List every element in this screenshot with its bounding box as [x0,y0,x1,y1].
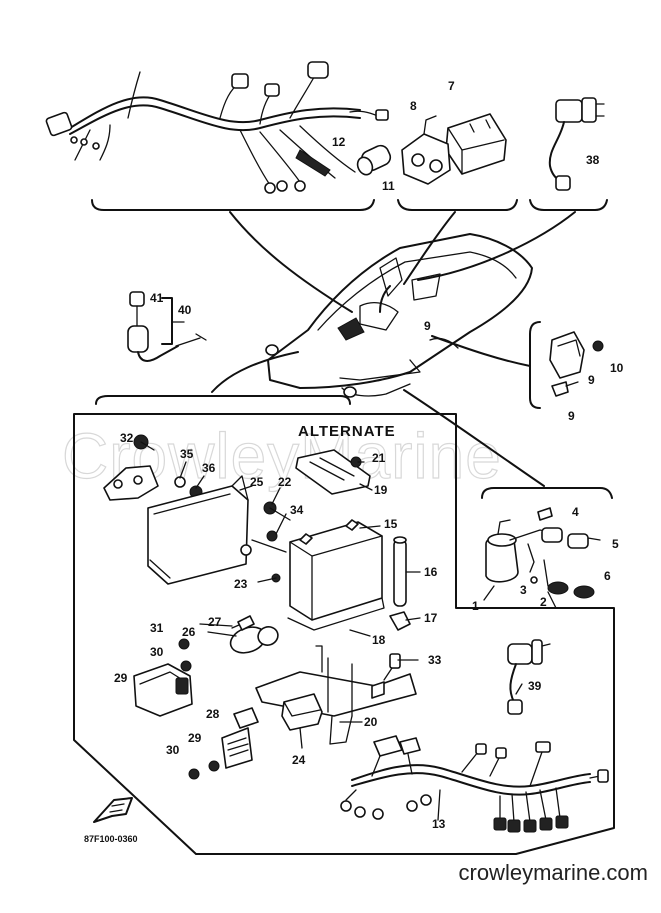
kill-switch-38 [548,97,605,191]
alternate-frame [73,413,615,855]
alternate-brace [95,395,351,405]
callout-1: 1 [472,599,479,613]
callout-13: 12 [332,135,346,149]
callout-37: 36 [202,461,216,475]
callout-14: 13 [432,817,446,831]
callout-18: 18 [372,633,386,647]
cdi-group [481,487,613,609]
top-brace-left [91,199,375,211]
spark-plug-cap-12 [356,144,392,176]
cdi-brace [481,487,613,499]
callout-6: 6 [604,569,611,583]
leader-engine-inner [379,285,391,313]
callout-27: 28 [206,707,220,721]
callout-10: 9 [568,409,575,423]
ignition-coil-8 [401,115,451,185]
callout-15: 15 [384,517,398,531]
leader-engine-left [211,351,299,393]
callout-25: 26 [182,625,196,639]
callout-11: 10 [610,361,624,375]
switch-40-41 [127,291,207,362]
callout-33: 32 [120,431,134,445]
top-brace-right [529,199,608,211]
drawing-code: 87F100-0360 [84,834,138,844]
rail-19 [263,449,371,542]
callout-29: 30 [166,743,180,757]
callout-36: 35 [180,447,194,461]
top-harness-group [45,61,608,211]
callout-9: 9 [588,373,595,387]
junction-box-23 [281,693,323,731]
callout-22: 23 [234,577,248,591]
callout-4: 4 [572,505,579,519]
battery-15 [240,519,385,631]
alternate-label: ALTERNATE [298,423,396,440]
callout-17: 17 [424,611,438,625]
callout-39: 39 [528,679,542,693]
switch-39 [507,639,551,715]
callout-31: 30 [150,645,164,659]
callout-9-engine: 9 [424,319,431,333]
front-arrow-icon [93,797,133,823]
alternate-section: ALTERNATE [73,395,615,855]
ignition-coil-7 [445,113,507,175]
tube-16 [389,536,411,631]
callout-2: 2 [540,595,547,609]
leader-engine-cdi [403,389,545,487]
callout-40: 40 [178,303,192,317]
wire-harness-13 [45,61,389,194]
callout-24: 25 [250,475,264,489]
callout-3: 3 [520,583,527,597]
callout-23: 24 [292,753,306,767]
callout-26: 27 [208,615,222,629]
callout-34: 33 [428,653,442,667]
callout-12: 11 [382,179,395,193]
engine-outline [265,233,533,398]
callout-41: 41 [150,291,164,305]
callout-35: 34 [290,503,304,517]
callout-21-lower: 22 [278,475,292,489]
callout-28: 29 [188,731,202,745]
relay-25-26 [199,615,279,654]
wire-harness-14 [340,735,609,833]
right-bracket-group [529,321,604,409]
leader-top-right [417,211,576,281]
bracket-27 [188,707,259,780]
leader-top-left [229,211,353,313]
callout-32: 31 [150,621,164,635]
site-footer-url: crowleymarine.com [458,860,649,885]
callout-5: 5 [612,537,619,551]
top-brace-mid [397,199,518,211]
callout-19: 19 [374,483,388,497]
mounting-bracket-20 [255,645,417,745]
regulator-30 [133,638,193,717]
callout-16: 16 [424,565,438,579]
callout-21-upper: 21 [372,451,386,465]
leader-top-mid [403,211,456,285]
callout-20: 20 [364,715,378,729]
callout-38: 38 [586,153,600,167]
callout-8: 8 [410,99,417,113]
callout-labels: 12 11 8 7 38 41 40 10 9 9 9 32 35 36 25 … [84,79,624,844]
cover-plate-24 [103,434,249,585]
leader-engine-right [431,335,531,367]
callout-7: 7 [448,79,455,93]
alternate-leaders [140,441,523,821]
callout-30: 29 [114,671,128,685]
